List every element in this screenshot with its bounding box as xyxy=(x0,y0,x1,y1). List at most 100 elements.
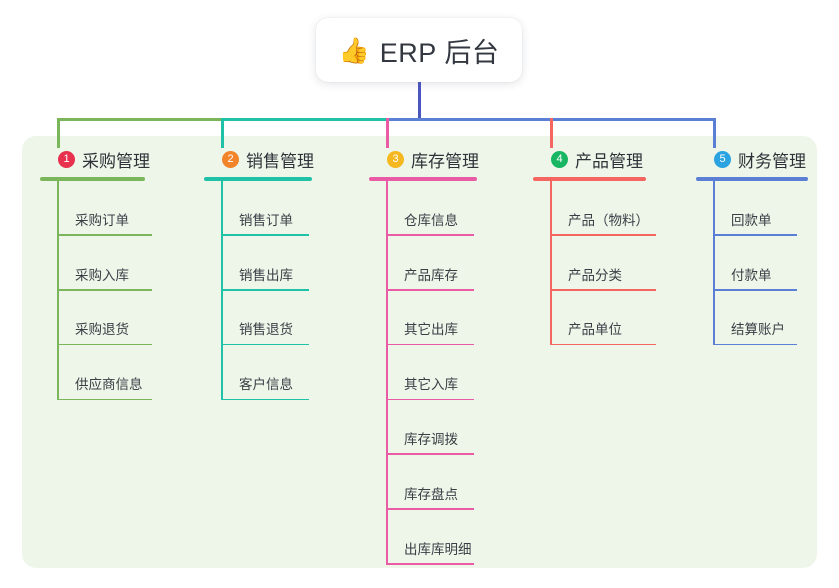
leaf-item[interactable]: 采购订单 xyxy=(57,181,152,236)
branch-number-badge-3: 3 xyxy=(387,150,404,168)
leaf-item[interactable]: 仓库信息 xyxy=(386,181,474,236)
leaf-item-label: 供应商信息 xyxy=(75,377,143,393)
leaf-item-underline xyxy=(221,398,309,401)
branch-spine-3 xyxy=(386,181,388,565)
leaf-item-label: 销售订单 xyxy=(239,212,293,228)
connector-bar-segment-1 xyxy=(56,118,224,121)
leaf-item-label: 结算账户 xyxy=(731,322,785,338)
root-node-label: ERP 后台 xyxy=(379,37,500,68)
leaf-item[interactable]: 销售订单 xyxy=(221,181,309,236)
branch-underline-3 xyxy=(369,177,477,181)
leaf-item-label: 客户信息 xyxy=(239,377,293,393)
branch-spine-2 xyxy=(221,181,223,401)
leaf-item-label: 付款单 xyxy=(731,267,772,283)
leaf-item-underline xyxy=(57,343,152,346)
branch-spine-1 xyxy=(57,181,59,401)
leaf-item-underline xyxy=(386,234,474,236)
leaf-item-label: 其它出库 xyxy=(404,322,458,338)
leaf-item-label: 销售出库 xyxy=(239,267,293,283)
leaf-item-underline xyxy=(386,563,474,565)
leaf-item-underline xyxy=(713,234,797,236)
leaf-item-label: 产品（物料） xyxy=(568,212,649,228)
branch-title-5: 财务管理 xyxy=(738,151,806,171)
leaf-item-label: 产品单位 xyxy=(568,322,622,338)
leaf-item-label: 仓库信息 xyxy=(404,212,458,228)
branch-drop-line-2 xyxy=(220,118,224,148)
branch-underline-1 xyxy=(40,177,145,181)
branch-header-1[interactable]: 1 采购管理 xyxy=(40,146,150,172)
leaf-item-underline xyxy=(221,234,309,236)
branch-drop-line-5 xyxy=(712,118,716,148)
branch-column-3: 3 库存管理仓库信息产品库存其它出库其它入库库存调拨库存盘点出库库明细 xyxy=(369,146,479,565)
leaf-item-underline xyxy=(550,343,656,346)
branch-header-5[interactable]: 5 财务管理 xyxy=(696,146,806,172)
leaf-item[interactable]: 采购退货 xyxy=(57,291,152,346)
leaf-item[interactable]: 出库库明细 xyxy=(386,510,474,565)
leaf-item[interactable]: 结算账户 xyxy=(713,291,797,346)
leaf-item[interactable]: 采购入库 xyxy=(57,236,152,291)
branch-title-4: 产品管理 xyxy=(575,151,643,171)
leaf-item-underline xyxy=(550,289,656,291)
leaf-item[interactable]: 产品（物料） xyxy=(550,181,656,236)
branch-title-2: 销售管理 xyxy=(246,151,314,171)
leaf-item[interactable]: 其它出库 xyxy=(386,291,474,346)
branch-number-badge-5: 5 xyxy=(714,150,731,168)
leaf-item[interactable]: 产品库存 xyxy=(386,236,474,291)
branch-column-4: 4 产品管理产品（物料） 产品分类产品单位 xyxy=(533,146,656,346)
leaf-item-label: 采购订单 xyxy=(75,212,129,228)
branch-number-badge-2: 2 xyxy=(222,150,239,168)
leaf-item-underline xyxy=(386,343,474,346)
leaf-item[interactable]: 产品分类 xyxy=(550,236,656,291)
leaf-item-underline xyxy=(386,398,474,401)
branch-header-4[interactable]: 4 产品管理 xyxy=(533,146,643,172)
leaf-item-label: 采购退货 xyxy=(75,322,129,338)
leaf-item-label: 产品库存 xyxy=(404,267,458,283)
leaf-item-underline xyxy=(550,234,656,236)
leaf-item[interactable]: 销售出库 xyxy=(221,236,309,291)
thumbs-up-icon: 👍 xyxy=(338,36,370,65)
leaf-item-label: 产品分类 xyxy=(568,267,622,283)
branch-title-1: 采购管理 xyxy=(82,151,150,171)
leaf-item[interactable]: 回款单 xyxy=(713,181,797,236)
branch-spine-5 xyxy=(713,181,715,346)
branch-column-2: 2 销售管理销售订单销售出库销售退货客户信息 xyxy=(204,146,314,401)
branch-header-3[interactable]: 3 库存管理 xyxy=(369,146,479,172)
branch-drop-line-4 xyxy=(549,118,553,148)
leaf-item-underline xyxy=(57,398,152,401)
leaf-item-underline xyxy=(221,289,309,291)
branch-column-5: 5 财务管理回款单付款单结算账户 xyxy=(696,146,808,346)
leaf-item[interactable]: 供应商信息 xyxy=(57,345,152,401)
branch-number-badge-1: 1 xyxy=(58,150,75,168)
leaf-item[interactable]: 库存调拨 xyxy=(386,400,474,455)
leaf-item[interactable]: 库存盘点 xyxy=(386,455,474,510)
branch-underline-4 xyxy=(533,177,646,181)
leaf-item-label: 回款单 xyxy=(731,212,772,228)
branch-drop-line-1 xyxy=(56,118,60,148)
branch-number-badge-4: 4 xyxy=(551,150,568,168)
branch-title-3: 库存管理 xyxy=(411,151,479,171)
leaf-item-underline xyxy=(386,453,474,455)
leaf-item-underline xyxy=(713,343,797,346)
leaf-item-underline xyxy=(57,234,152,236)
leaf-item[interactable]: 销售退货 xyxy=(221,291,309,346)
branch-column-1: 1 采购管理采购订单采购入库采购退货供应商信息 xyxy=(40,146,152,401)
leaf-item-underline xyxy=(386,289,474,291)
leaf-item-label: 库存盘点 xyxy=(404,486,458,502)
leaf-item-underline xyxy=(386,508,474,510)
leaf-item-underline xyxy=(221,343,309,346)
diagram-background-panel xyxy=(22,136,817,568)
leaf-item-underline xyxy=(713,289,797,291)
leaf-item[interactable]: 客户信息 xyxy=(221,345,309,401)
leaf-item-label: 采购入库 xyxy=(75,267,129,283)
branch-spine-4 xyxy=(550,181,552,346)
branch-underline-2 xyxy=(204,177,312,181)
leaf-item[interactable]: 其它入库 xyxy=(386,345,474,401)
leaf-item[interactable]: 产品单位 xyxy=(550,291,656,346)
leaf-item[interactable]: 付款单 xyxy=(713,236,797,291)
trunk-line xyxy=(417,82,421,121)
leaf-item-label: 出库库明细 xyxy=(404,541,472,557)
connector-bar-segment-2 xyxy=(220,118,389,121)
root-node[interactable]: 👍 ERP 后台 xyxy=(316,18,522,82)
branch-header-2[interactable]: 2 销售管理 xyxy=(204,146,314,172)
